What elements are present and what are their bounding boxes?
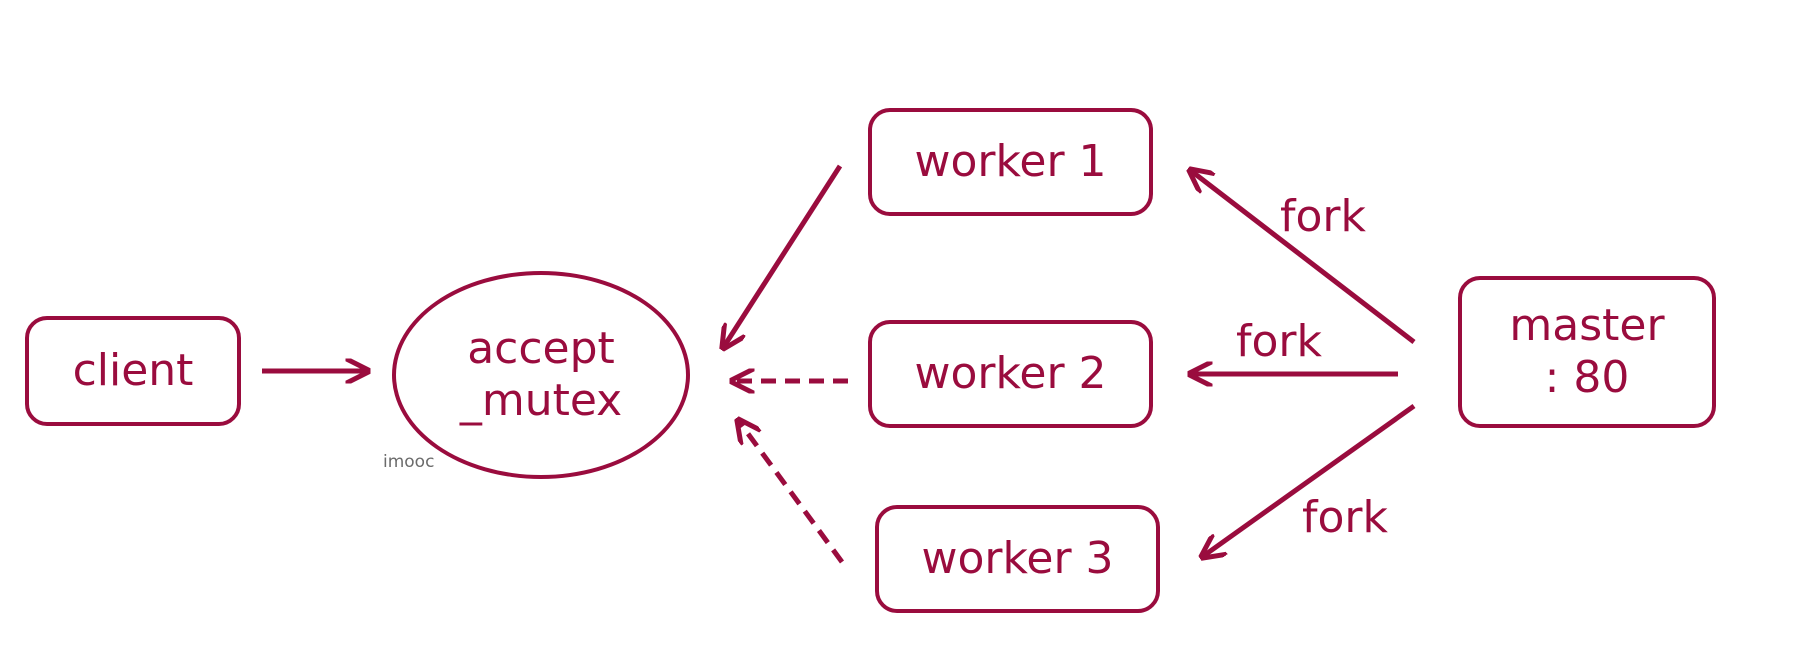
arrow-worker3-to-accept — [738, 420, 845, 564]
arrow-master-to-worker3 — [1202, 403, 1416, 557]
fork-label-worker2: fork — [1236, 316, 1322, 367]
worker1-node: worker 1 — [868, 108, 1153, 216]
imooc-caption: imooc — [383, 452, 435, 472]
worker2-label: worker 2 — [914, 348, 1107, 399]
arrow-worker1-to-accept — [723, 164, 843, 348]
worker1-label: worker 1 — [914, 136, 1107, 187]
master-label-line1: master — [1509, 300, 1665, 351]
client-node: client — [25, 316, 241, 426]
accept-mutex-label-line1: accept — [467, 323, 615, 374]
worker2-node: worker 2 — [868, 320, 1153, 428]
fork-label-worker3: fork — [1302, 492, 1388, 543]
client-label: client — [72, 345, 194, 396]
fork-label-worker1: fork — [1280, 191, 1366, 242]
accept-mutex-label-line2: _mutex — [459, 375, 623, 426]
worker3-node: worker 3 — [875, 505, 1160, 613]
master-node: master : 80 — [1458, 276, 1716, 428]
arrow-master-to-worker1 — [1190, 170, 1416, 344]
worker3-label: worker 3 — [921, 533, 1114, 584]
master-label-line2: : 80 — [1544, 352, 1630, 403]
accept-mutex-node: accept _mutex — [392, 271, 690, 479]
